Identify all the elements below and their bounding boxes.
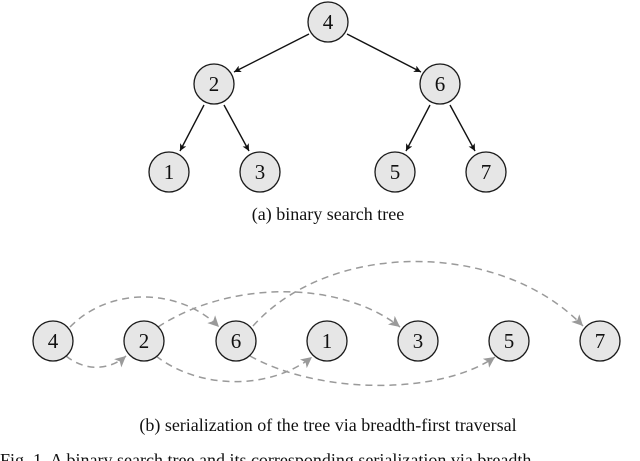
bfs-node-7: 7 <box>579 320 621 362</box>
tree-node-4-label: 4 <box>323 10 334 34</box>
bfs-node-5: 5 <box>488 320 530 362</box>
bfs-node-4-label: 4 <box>48 329 59 353</box>
tree-edge-2-1 <box>179 104 205 152</box>
tree-edge-6-5 <box>405 104 431 152</box>
bfs-node-1: 1 <box>306 320 348 362</box>
tree-node-6-label: 6 <box>435 72 446 96</box>
bfs-arc-2-1 <box>155 355 313 383</box>
tree-node-5: 5 <box>374 151 416 193</box>
tree-node-6: 6 <box>419 63 461 105</box>
bfs-arc-6-5 <box>249 355 496 387</box>
tree-node-3: 3 <box>239 151 281 193</box>
bfs-arc-2-3 <box>157 291 401 328</box>
tree-node-7-label: 7 <box>481 160 492 184</box>
tree-edge-4-2 <box>233 33 310 73</box>
bfs-node-4: 4 <box>32 320 74 362</box>
bfs-arc-4-2 <box>65 355 127 368</box>
tree-node-1-label: 1 <box>164 160 175 184</box>
bfs-arc-6-7 <box>252 260 584 327</box>
bfs-node-5-label: 5 <box>504 329 515 353</box>
bfs-node-3: 3 <box>397 320 439 362</box>
figure-caption-fragment: Fig. 1. A binary search tree and its cor… <box>0 450 531 461</box>
tree-node-5-label: 5 <box>390 160 401 184</box>
caption-b: (b) serialization of the tree via breadt… <box>139 415 516 436</box>
bfs-node-2: 2 <box>123 320 165 362</box>
tree-edge-4-6 <box>346 33 422 73</box>
bfs-node-3-label: 3 <box>413 329 424 353</box>
tree-node-1: 1 <box>148 151 190 193</box>
bfs-arc-4-6 <box>69 296 220 328</box>
bfs-node-6: 6 <box>215 320 257 362</box>
bfs-node-7-label: 7 <box>595 329 606 353</box>
bfs-node-1-label: 1 <box>322 329 333 353</box>
bfs-node-2-label: 2 <box>139 329 150 353</box>
tree-node-2: 2 <box>193 63 235 105</box>
caption-a: (a) binary search tree <box>252 204 404 225</box>
tree-edge-6-7 <box>449 104 476 152</box>
tree-node-7: 7 <box>465 151 507 193</box>
binary-search-tree: 4 2 6 1 3 5 7 <box>148 1 507 193</box>
bfs-serialization: 4 2 6 1 3 5 7 <box>32 260 621 387</box>
tree-node-2-label: 2 <box>209 72 220 96</box>
tree-node-3-label: 3 <box>255 160 266 184</box>
tree-edge-2-3 <box>223 104 250 152</box>
bfs-node-6-label: 6 <box>231 329 242 353</box>
tree-node-4: 4 <box>307 1 349 43</box>
